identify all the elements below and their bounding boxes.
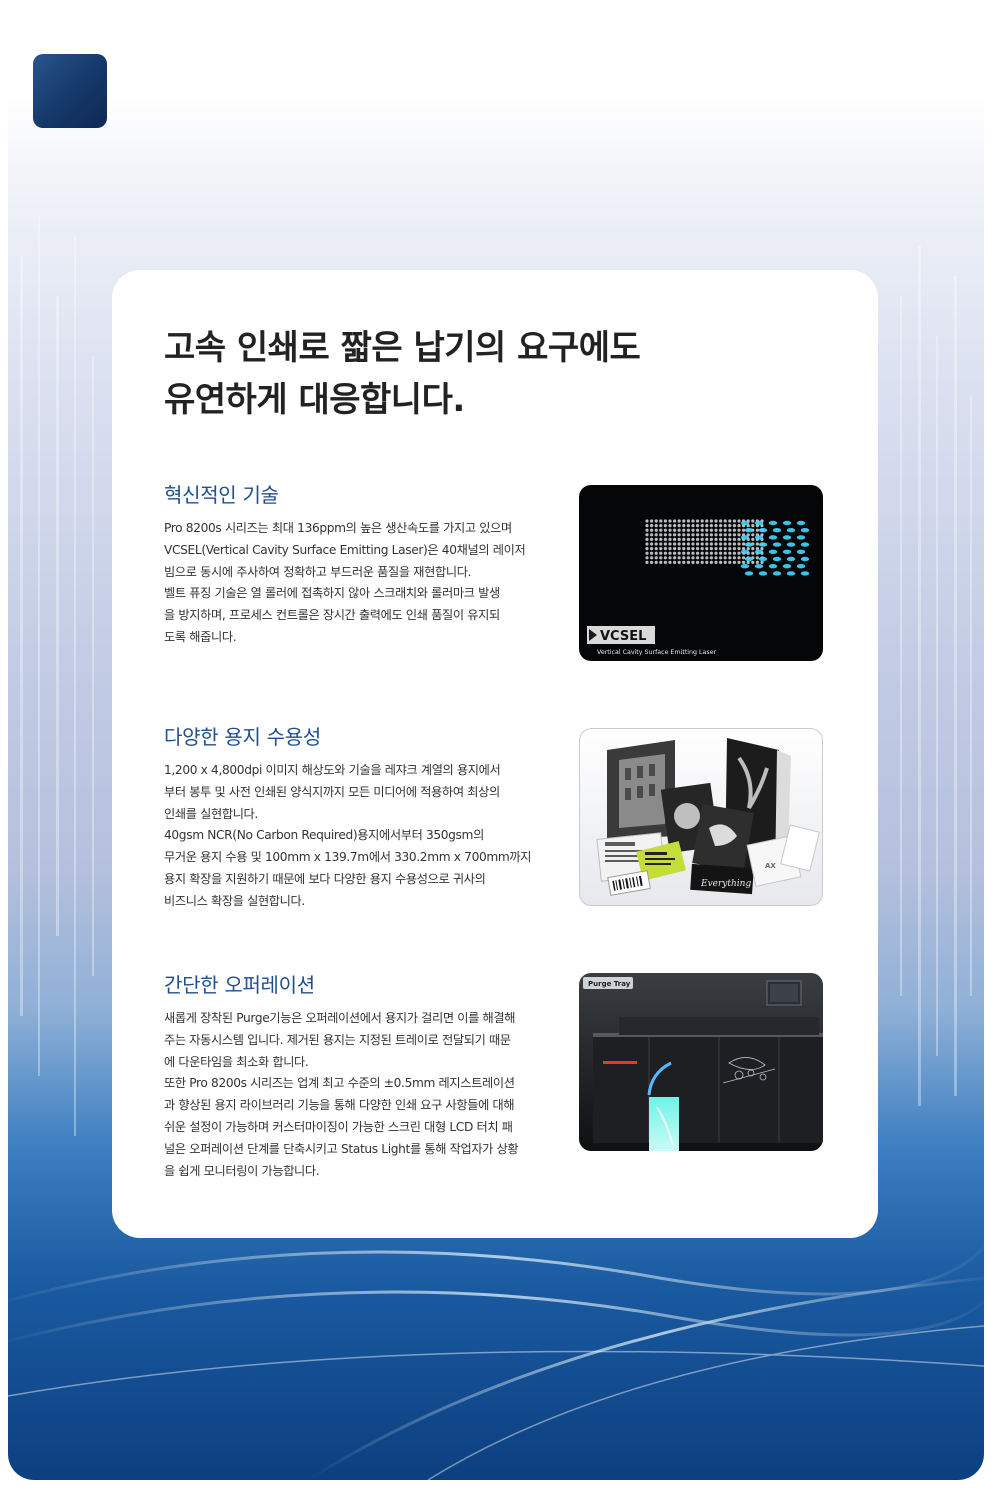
- vcsel-label: VCSEL: [600, 629, 646, 644]
- page-headline: 고속 인쇄로 짧은 납기의 요구에도 유연하게 대응합니다.: [164, 322, 641, 426]
- section-title: 혁신적인 기술: [164, 483, 279, 507]
- purge-tray-image: Purge Tray: [579, 973, 823, 1151]
- headline-line-1: 고속 인쇄로 짧은 납기의 요구에도: [164, 328, 641, 368]
- media-ax-tag: AX: [765, 862, 776, 870]
- section-easy-operation: 간단한 오퍼레이션 새롭게 장착된 Purge기능은 오퍼레이션에서 용지가 걸…: [164, 968, 554, 1182]
- headline-line-2: 유연하게 대응합니다.: [164, 380, 465, 420]
- body-line: 1,200 x 4,800dpi 이미지 해상도와 기술을 레쟈크 계열의 용지…: [164, 763, 501, 777]
- body-line: 빔으로 동시에 주사하여 정확하고 부드러운 품질을 재현합니다.: [164, 564, 472, 579]
- corner-badge: [33, 54, 107, 128]
- body-line: 부터 봉투 및 사전 인쇄된 양식지까지 모든 미디어에 적용하여 최상의: [164, 784, 500, 799]
- body-line: 인쇄를 실현합니다.: [164, 806, 258, 821]
- body-line: 과 향상된 용지 라이브러리 기능을 통해 다양한 인쇄 요구 사항들에 대해: [164, 1098, 515, 1113]
- section-title: 다양한 용지 수용성: [164, 725, 321, 749]
- body-line: 비즈니스 확장을 실현합니다.: [164, 893, 305, 908]
- background-graphic: [8, 216, 984, 1480]
- body-line: 을 방지하며, 프로세스 컨트롤은 장시간 출력에도 인쇄 품질이 유지되: [164, 608, 500, 623]
- media-samples-image: Everything AX: [579, 728, 823, 906]
- body-line: 용지 확장을 지원하기 때문에 보다 다양한 용지 수용성으로 귀사의: [164, 871, 486, 886]
- body-line: 주는 자동시스템 입니다. 제거된 용지는 지정된 트레이로 전달되기 때문: [164, 1032, 511, 1047]
- vcsel-laser-dots: [740, 520, 810, 576]
- body-line: 벨트 퓨징 기술은 열 롤러에 접촉하지 않아 스크래치와 롤러마크 발생: [164, 586, 500, 601]
- vcsel-image: VCSEL Vertical Cavity Surface Emitting L…: [579, 485, 823, 661]
- body-line: 에 다운타임을 최소화 합니다.: [164, 1054, 309, 1069]
- purge-tray-label: Purge Tray: [588, 980, 631, 988]
- section-media-handling: 다양한 용지 수용성 1,200 x 4,800dpi 이미지 해상도와 기술을…: [164, 720, 554, 913]
- body-line: 40gsm NCR(No Carbon Required)용지에서부터 350g…: [164, 828, 484, 843]
- section-body: 1,200 x 4,800dpi 이미지 해상도와 기술을 레쟈크 계열의 용지…: [164, 760, 554, 913]
- body-line: 쉬운 설정이 가능하며 커스터마이징이 가능한 스크린 대형 LCD 터치 패: [164, 1119, 513, 1134]
- body-line: 또한 Pro 8200s 시리즈는 업계 최고 수준의 ±0.5mm 레지스트레…: [164, 1076, 515, 1091]
- body-line: 새롭게 장착된 Purge기능은 오퍼레이션에서 용지가 걸리면 이를 해결해: [164, 1011, 516, 1025]
- media-script-word: Everything: [700, 879, 751, 889]
- section-title: 간단한 오퍼레이션: [164, 973, 315, 997]
- body-line: 도록 해줍니다.: [164, 629, 237, 644]
- body-line: 무거운 용지 수용 및 100mm x 139.7m에서 330.2mm x 7…: [164, 850, 532, 865]
- content-card: 고속 인쇄로 짧은 납기의 요구에도 유연하게 대응합니다. 혁신적인 기술 P…: [112, 270, 878, 1238]
- body-line: Pro 8200s 시리즈는 최대 136ppm의 높은 생산속도를 가지고 있…: [164, 521, 512, 535]
- section-body: Pro 8200s 시리즈는 최대 136ppm의 높은 생산속도를 가지고 있…: [164, 518, 554, 649]
- vcsel-caption: Vertical Cavity Surface Emitting Laser: [597, 649, 717, 656]
- section-innovative-tech: 혁신적인 기술 Pro 8200s 시리즈는 최대 136ppm의 높은 생산속…: [164, 478, 554, 649]
- body-line: 널은 오퍼레이션 단계를 단축시키고 Status Light를 통해 작업자가…: [164, 1141, 519, 1156]
- body-line: VCSEL(Vertical Cavity Surface Emitting L…: [164, 542, 526, 557]
- section-body: 새롭게 장착된 Purge기능은 오퍼레이션에서 용지가 걸리면 이를 해결해 …: [164, 1008, 554, 1182]
- body-line: 을 쉽게 모니터링이 가능합니다.: [164, 1163, 320, 1178]
